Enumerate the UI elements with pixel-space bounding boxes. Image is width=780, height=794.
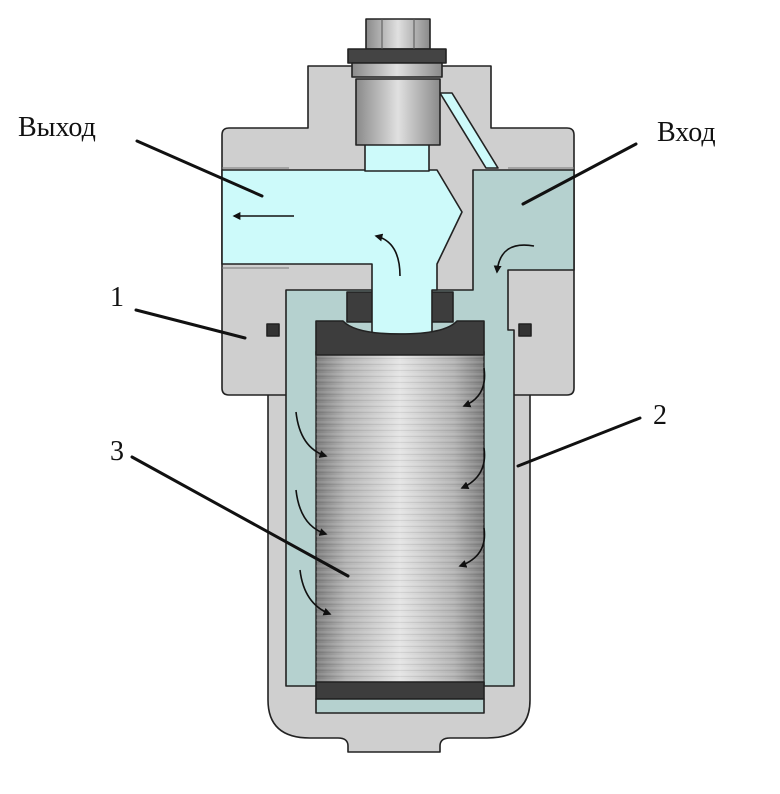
label-part-2: 2	[653, 400, 667, 431]
bypass-channel	[439, 92, 499, 169]
leader-part-1	[134, 308, 247, 340]
seal-right	[518, 323, 532, 337]
leader-part-3	[130, 455, 350, 578]
label-outlet: Выход	[18, 112, 96, 143]
seal-left	[266, 323, 280, 337]
label-part-1: 1	[110, 282, 124, 313]
flow-arrow-annulus	[295, 411, 328, 458]
cartridge-top-cap	[315, 320, 485, 356]
cartridge-bottom-gap	[315, 698, 485, 714]
leader-inlet	[521, 142, 638, 206]
flow-arrow-up	[374, 233, 401, 277]
plug-collar	[347, 48, 447, 64]
flow-arrow-inlet-turn	[493, 244, 535, 274]
flow-arrow-annulus	[295, 489, 328, 536]
outlet-fluid-upper	[364, 142, 430, 172]
outlet-fluid-channel	[221, 169, 463, 335]
label-part-3: 3	[110, 436, 124, 467]
plug-hex-nut	[365, 18, 431, 50]
label-inlet: Вход	[657, 117, 716, 148]
leader-outlet	[135, 139, 264, 198]
plug-stem	[355, 78, 441, 146]
plug-collar	[351, 62, 443, 78]
flow-arrow-annulus	[299, 569, 332, 616]
cartridge-fiber-texture	[316, 352, 484, 685]
flow-arrow-annulus	[462, 367, 486, 408]
flow-arrow-annulus	[458, 527, 486, 568]
leader-part-2	[516, 416, 642, 468]
cartridge-bottom-cap	[315, 681, 485, 700]
flow-arrow-annulus	[460, 447, 486, 489]
